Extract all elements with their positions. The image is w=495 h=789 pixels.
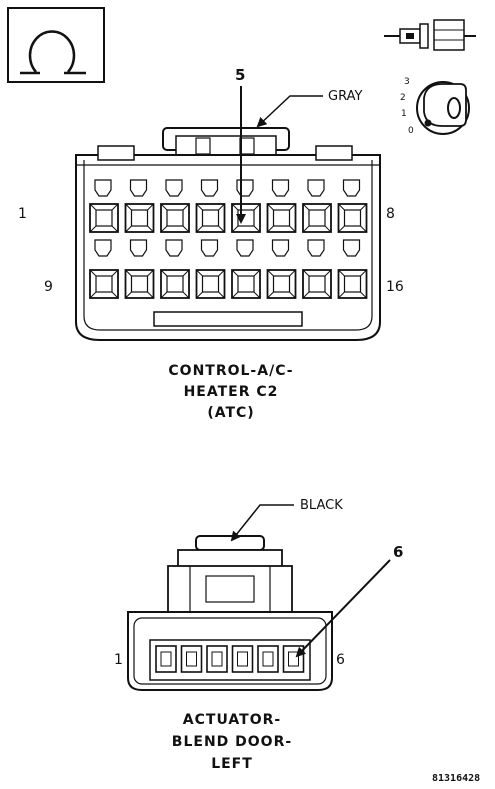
c2-cavity bbox=[266, 179, 297, 233]
blend-cavity bbox=[282, 645, 305, 673]
connector-c2 bbox=[75, 127, 381, 341]
c2-cavity bbox=[231, 239, 261, 299]
ignition-key-icon: 3 2 1 0 bbox=[400, 77, 470, 136]
blend-cavity bbox=[206, 645, 228, 673]
connector-blend-door bbox=[127, 535, 333, 691]
c2-cavity bbox=[337, 179, 368, 233]
c2-title-line-1: CONTROL-A/C- bbox=[168, 363, 293, 379]
c2-cavity bbox=[89, 179, 119, 233]
key-position-1: 1 bbox=[401, 109, 407, 119]
c2-title-line-3: (ATC) bbox=[207, 405, 254, 421]
test-probe-icon bbox=[384, 19, 476, 51]
blend-cavity bbox=[180, 645, 203, 673]
c2-title-line-2: HEATER C2 bbox=[184, 384, 279, 400]
blend-cavity-row bbox=[155, 645, 305, 673]
c2-pin-1-label: 1 bbox=[18, 206, 27, 222]
figure-reference-number: 81316428 bbox=[432, 773, 480, 784]
blend-cavity bbox=[231, 645, 254, 673]
key-position-2: 2 bbox=[400, 93, 406, 103]
key-position-0: 0 bbox=[408, 126, 414, 136]
gray-wire-label: GRAY bbox=[328, 89, 362, 104]
c2-pin-9-label: 9 bbox=[44, 279, 53, 295]
blend-cavity bbox=[155, 645, 177, 673]
callout-5-arrow: 5 bbox=[235, 66, 246, 224]
blend-title-line-1: ACTUATOR- bbox=[183, 712, 281, 728]
c2-cavity bbox=[160, 179, 190, 233]
blend-title-line-3: LEFT bbox=[211, 756, 253, 772]
c2-pin-16-label: 16 bbox=[386, 279, 404, 295]
c2-cavity bbox=[124, 239, 155, 299]
gray-wire-leader: GRAY bbox=[256, 89, 362, 128]
c2-pin-8-label: 8 bbox=[386, 206, 395, 222]
callout-6-label: 6 bbox=[393, 543, 403, 561]
callout-6-arrow: 6 bbox=[295, 543, 403, 658]
c2-cavity bbox=[195, 239, 226, 299]
key-position-3: 3 bbox=[404, 77, 410, 87]
blend-title-line-2: BLEND DOOR- bbox=[172, 734, 292, 750]
blend-cavity bbox=[257, 645, 279, 673]
black-wire-leader: BLACK bbox=[230, 498, 343, 542]
c2-cavity bbox=[302, 179, 332, 233]
c2-cavity bbox=[89, 239, 119, 299]
blend-pin-1-label: 1 bbox=[114, 652, 123, 668]
c2-cavity bbox=[160, 239, 190, 299]
c2-cavity bbox=[124, 179, 155, 233]
c2-cavity bbox=[195, 179, 226, 233]
black-wire-label: BLACK bbox=[300, 498, 343, 513]
callout-5-label: 5 bbox=[235, 66, 245, 84]
c2-cavity-grid bbox=[89, 179, 368, 299]
c2-cavity bbox=[302, 239, 332, 299]
ohmmeter-symbol-icon bbox=[7, 7, 105, 83]
c2-cavity bbox=[266, 239, 297, 299]
c2-cavity bbox=[337, 239, 368, 299]
blend-pin-6-label: 6 bbox=[336, 652, 345, 668]
